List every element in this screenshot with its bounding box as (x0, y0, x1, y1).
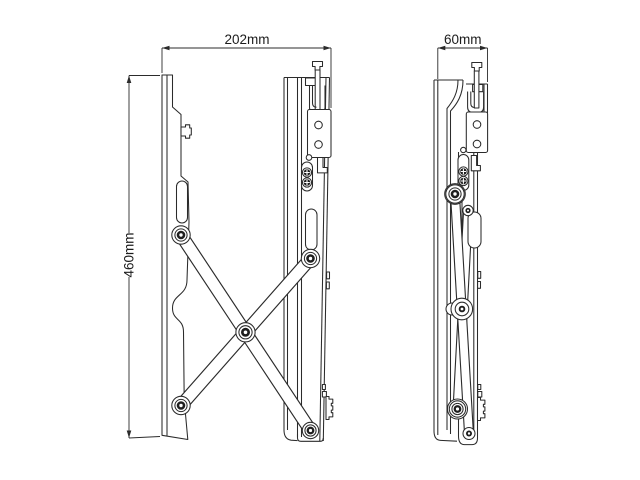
dim-arrow-right (323, 45, 331, 51)
dimension-height: 460mm (122, 75, 161, 439)
dim-label-depth: 60mm (444, 32, 482, 47)
plate-front-inner (446, 79, 459, 430)
latch-plate-flat (465, 111, 489, 154)
hex-bolt-side (180, 124, 192, 139)
tv-plate-slot (175, 180, 189, 224)
edge-tab-small (321, 383, 326, 391)
latch-plate-hole-bottom (314, 140, 323, 149)
latch-small-hole (305, 154, 313, 161)
latch-pin-shaft-flat (473, 70, 480, 109)
latch-small-hole-flat (460, 146, 467, 154)
plate-bottom-cap (433, 430, 458, 442)
dim-label-height: 460mm (122, 232, 137, 277)
edge-clip-flat (477, 270, 482, 289)
hook-cutout (316, 156, 328, 174)
ext-line-bottom (128, 436, 161, 439)
latch-assembly-flat (457, 61, 489, 192)
edge-clip (325, 271, 331, 290)
tv-plate-outline (161, 74, 190, 441)
rail-bottom-cap-flat (457, 435, 479, 446)
rail-bottom-cap (296, 434, 324, 442)
dim-arrow-top (126, 75, 132, 83)
spacer-knob-flat (476, 396, 486, 422)
latch-guide-inner-flat (470, 91, 475, 109)
latch-guide-inner (311, 85, 317, 108)
latch-pin (311, 60, 324, 71)
edge-tab (321, 390, 327, 398)
latch-assembly (300, 60, 332, 192)
rail-slot-flat (467, 211, 482, 249)
rail-back-lip-foot (283, 429, 298, 442)
wall-plate-flat (433, 79, 464, 442)
latch-plate-hole-top (314, 120, 323, 130)
latch-pin-flat (471, 61, 483, 72)
dimension-depth: 60mm (437, 32, 488, 82)
dim-arrow-left (162, 45, 170, 51)
edge-tab-flat (477, 390, 483, 398)
dim-arrow-bottom (126, 430, 132, 438)
dim-arrow-left (437, 45, 446, 51)
spacer-knob (325, 395, 334, 421)
view-side-flat (433, 61, 489, 446)
hook-cutout-flat (470, 154, 481, 172)
tv-plate (161, 74, 192, 441)
latch-plate (306, 108, 332, 159)
latch-pin-shaft (314, 69, 321, 112)
edge-tab-small-flat (477, 383, 482, 391)
latch-plate-hole-bottom-flat (472, 139, 482, 149)
rail-slot (304, 208, 318, 251)
dim-label-width: 202mm (224, 32, 269, 47)
plate-front-outer (449, 79, 464, 434)
view-side-extended (161, 60, 334, 442)
dim-arrow-right (480, 45, 488, 51)
latch-plate-hole-top-flat (472, 120, 482, 129)
dimension-width: 202mm (161, 32, 332, 108)
